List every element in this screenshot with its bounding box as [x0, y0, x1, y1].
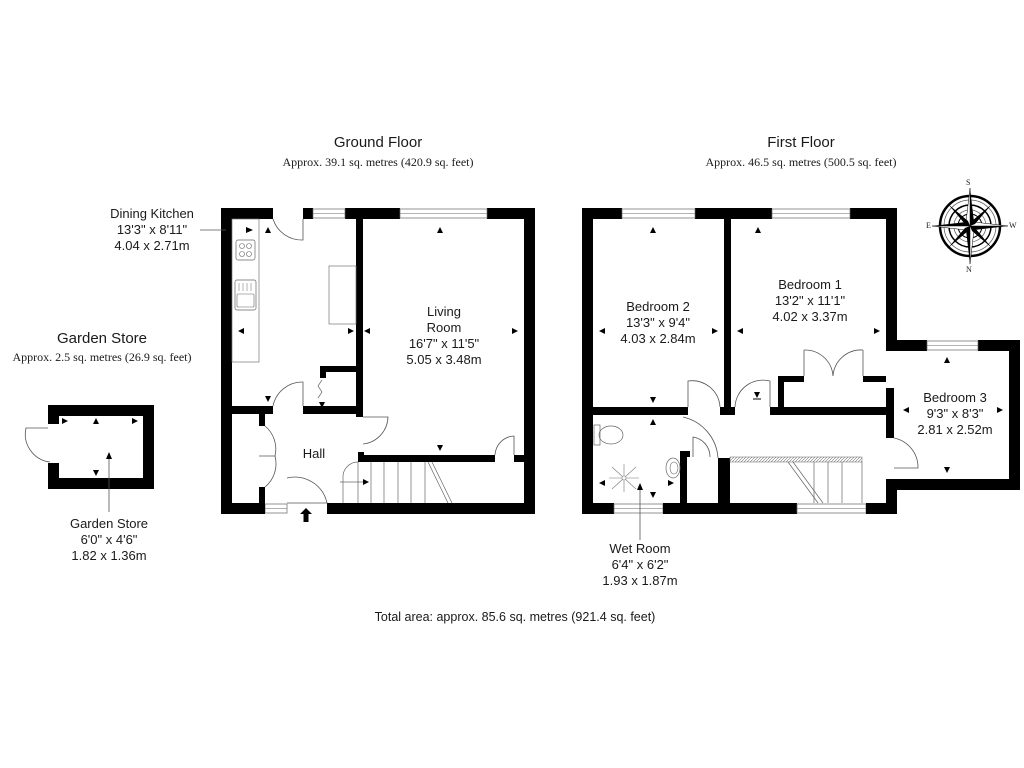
room-name: Bedroom 2: [626, 299, 690, 314]
compass-rose-icon: [931, 187, 1009, 265]
room-name: Bedroom 1: [778, 277, 842, 292]
room-label-bedroom-3: Bedroom 3 9'3" x 8'3" 2.81 x 2.52m: [900, 390, 1010, 438]
compass-label-right: W: [1009, 221, 1017, 230]
room-name: Dining Kitchen: [110, 206, 194, 221]
room-label-living-room: Living Room 16'7" x 11'5" 5.05 x 3.48m: [384, 304, 504, 367]
room-imperial: 16'7" x 11'5": [408, 335, 480, 351]
room-imperial: 6'0" x 4'6": [80, 531, 138, 547]
ground-floor-plan: [200, 208, 535, 522]
room-label-bedroom-1: Bedroom 1 13'2" x 11'1" 4.02 x 3.37m: [750, 277, 870, 325]
room-label-wet-room: Wet Room 6'4" x 6'2" 1.93 x 1.87m: [580, 541, 700, 589]
room-label-bedroom-2: Bedroom 2 13'3" x 9'4" 4.03 x 2.84m: [598, 299, 718, 347]
room-name: Bedroom 3: [923, 390, 987, 405]
room-metric: 4.04 x 2.71m: [114, 237, 190, 253]
room-name: Wet Room: [609, 541, 671, 556]
compass-label-left: E: [926, 221, 931, 230]
room-name-line1: Living: [427, 304, 461, 319]
room-imperial: 13'3" x 8'11": [116, 221, 188, 237]
room-metric: 5.05 x 3.48m: [406, 351, 482, 367]
garden-store-plan: [24, 405, 154, 512]
first-floor-plan: [582, 208, 1020, 540]
ground-floor-area: Approx. 39.1 sq. metres (420.9 sq. feet): [282, 155, 474, 169]
garden-store-title: Garden Store: [56, 330, 148, 347]
garden-store-area: Approx. 2.5 sq. metres (26.9 sq. feet): [12, 350, 192, 364]
room-label-garden-store: Garden Store 6'0" x 4'6" 1.82 x 1.36m: [49, 516, 169, 564]
first-floor-title: First Floor: [767, 134, 835, 151]
ground-floor-title: Ground Floor: [333, 134, 423, 151]
first-floor-area: Approx. 46.5 sq. metres (500.5 sq. feet): [705, 155, 897, 169]
compass-label-bottom: N: [966, 265, 972, 274]
room-metric: 4.03 x 2.84m: [620, 330, 696, 346]
total-area: Total area: approx. 85.6 sq. metres (921…: [374, 610, 656, 624]
compass-label-top: S: [966, 178, 971, 187]
room-imperial: 13'3" x 9'4": [625, 314, 691, 330]
room-imperial: 6'4" x 6'2": [611, 556, 669, 572]
room-name-line2: Room: [426, 319, 462, 335]
room-label-dining-kitchen: Dining Kitchen 13'3" x 8'11" 4.04 x 2.71…: [92, 206, 212, 254]
room-imperial: 9'3" x 8'3": [926, 405, 984, 421]
room-metric: 4.02 x 3.37m: [772, 308, 848, 324]
room-imperial: 13'2" x 11'1": [774, 292, 846, 308]
room-name: Garden Store: [69, 516, 149, 531]
room-metric: 1.82 x 1.36m: [71, 547, 147, 563]
room-label-hall: Hall: [302, 446, 326, 461]
room-metric: 2.81 x 2.52m: [917, 421, 993, 437]
room-metric: 1.93 x 1.87m: [602, 572, 678, 588]
